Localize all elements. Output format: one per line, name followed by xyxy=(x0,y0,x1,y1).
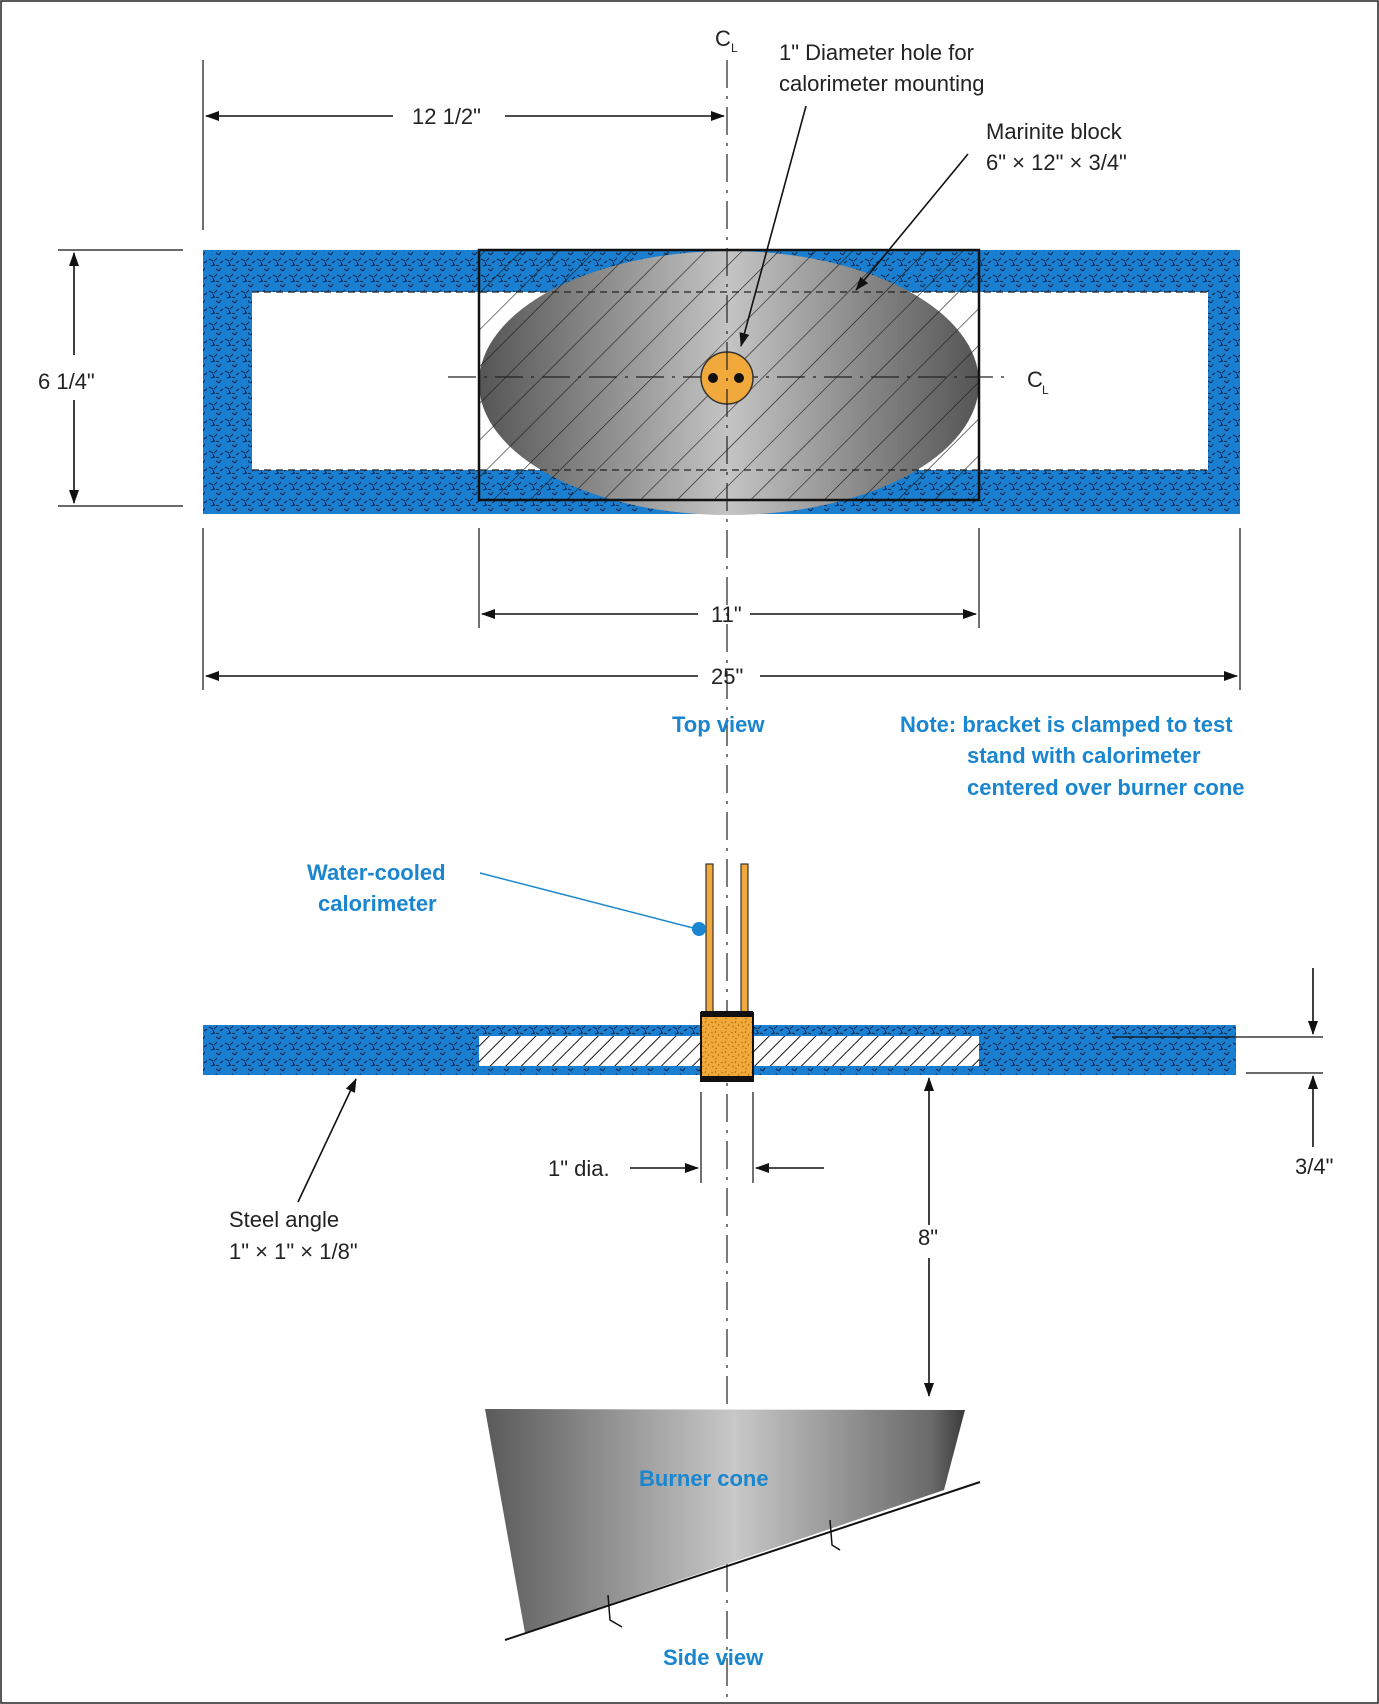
burner-cone-body xyxy=(485,1409,965,1633)
burner-cone-base-line xyxy=(504,1481,981,1641)
marinite-block-outline xyxy=(477,248,981,502)
steel-angle-line2: 1" × 1" × 1/8" xyxy=(229,1239,358,1264)
cone-clip-1 xyxy=(607,1594,623,1628)
note-line2: stand with calorimeter xyxy=(967,743,1201,768)
top-view-label: Top view xyxy=(672,712,765,737)
note-line3: centered over burner cone xyxy=(967,775,1245,800)
dim-block-width-label: 11" xyxy=(711,602,742,627)
centerline-label-top: C xyxy=(715,26,731,51)
marinite-line1: Marinite block xyxy=(986,119,1123,144)
calorimeter-lead-right xyxy=(734,373,744,383)
calorimeter-leader xyxy=(479,872,698,930)
burner-cone-label: Burner cone xyxy=(639,1466,769,1491)
calorimeter-label-line1: Water-cooled xyxy=(307,860,446,885)
hole-callout-line2: calorimeter mounting xyxy=(779,71,984,96)
steel-angle-line1: Steel angle xyxy=(229,1207,339,1232)
calorimeter-tube-right xyxy=(740,863,749,1015)
calorimeter-body xyxy=(700,1012,754,1082)
cone-clip-2 xyxy=(829,1519,841,1551)
steel-angle-leader xyxy=(297,1078,357,1203)
calorimeter-label-line2: calorimeter xyxy=(318,891,437,916)
dim-hole-label: 1" dia. xyxy=(548,1156,610,1181)
centerline-label-right: C xyxy=(1027,367,1043,392)
side-view xyxy=(203,863,1236,1082)
calorimeter-tube-left xyxy=(705,863,714,1015)
dim-height-label: 6 1/4" xyxy=(38,369,95,394)
calorimeter-cap-top xyxy=(701,1011,753,1017)
hole-callout-line1: 1" Diameter hole for xyxy=(779,40,974,65)
marinite-leader xyxy=(855,153,969,291)
calorimeter-cap-bottom xyxy=(701,1076,753,1082)
top-view xyxy=(203,248,1240,515)
hole-callout-leader xyxy=(739,105,807,347)
side-view-label: Side view xyxy=(663,1645,764,1670)
calorimeter-lead-left xyxy=(708,373,718,383)
centerline-sub-top: L xyxy=(731,41,738,55)
dim-half-length-label: 12 1/2" xyxy=(412,104,481,129)
dim-total-length-label: 25" xyxy=(711,664,743,689)
centerline-sub-right: L xyxy=(1042,383,1049,397)
dim-distance-label: 8" xyxy=(918,1225,938,1250)
note-line1: Note: bracket is clamped to test xyxy=(900,712,1233,737)
dim-thickness-label: 3/4" xyxy=(1295,1154,1333,1179)
marinite-line2: 6" × 12" × 3/4" xyxy=(986,150,1127,175)
bracket-frame-top xyxy=(203,250,1240,514)
burner-cone xyxy=(485,1409,981,1641)
calorimeter-leader-dot xyxy=(692,922,706,936)
